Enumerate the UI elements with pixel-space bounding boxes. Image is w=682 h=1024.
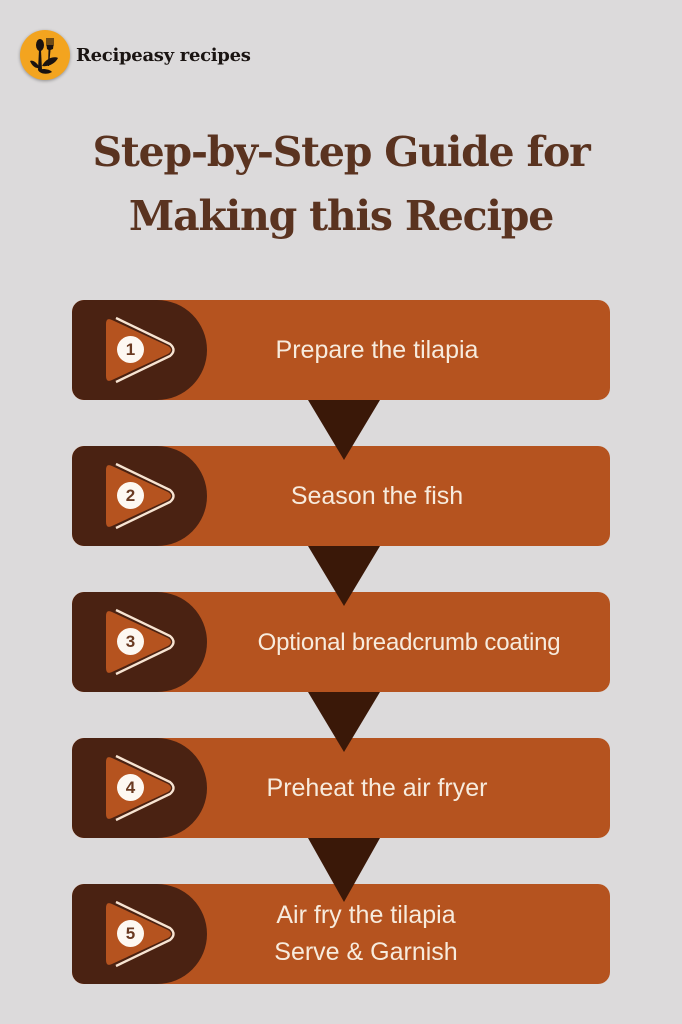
step-1: 1 Prepare the tilapia xyxy=(72,300,610,400)
down-triangle-arrow-icon xyxy=(308,546,380,606)
step-label-line: Preheat the air fryer xyxy=(266,773,488,802)
brand-name: Recipeasy recipes xyxy=(76,44,251,66)
step-label-line: Air fry the tilapia xyxy=(276,901,456,929)
step-label: Optional breadcrumb coating xyxy=(208,592,610,692)
step-number-badge: 1 xyxy=(117,336,144,363)
step-label: Air fry the tilapia Serve & Garnish xyxy=(212,884,610,984)
step-number-badge: 3 xyxy=(117,628,144,655)
page-title: Step-by-Step Guide for Making this Recip… xyxy=(0,120,682,248)
step-number-badge: 2 xyxy=(117,482,144,509)
down-triangle-arrow-icon xyxy=(308,838,380,902)
step-label: Preheat the air fryer xyxy=(212,738,610,838)
step-number-badge: 5 xyxy=(117,920,144,947)
spoon-fork-leaf-icon xyxy=(30,38,58,74)
step-number-badge: 4 xyxy=(117,774,144,801)
step-label-line: Serve & Garnish xyxy=(274,938,458,966)
title-line-2: Making this Recipe xyxy=(128,192,554,240)
step-3: 3 Optional breadcrumb coating xyxy=(72,592,610,692)
step-label: Prepare the tilapia xyxy=(212,300,610,400)
step-label: Season the fish xyxy=(212,446,610,546)
down-triangle-arrow-icon xyxy=(308,400,380,460)
step-2: 2 Season the fish xyxy=(72,446,610,546)
logo xyxy=(20,30,70,80)
brand-header: Recipeasy recipes xyxy=(20,30,251,80)
step-4: 4 Preheat the air fryer xyxy=(72,738,610,838)
step-label-line: Optional breadcrumb coating xyxy=(257,628,561,656)
down-triangle-arrow-icon xyxy=(308,692,380,752)
step-label-line: Season the fish xyxy=(290,481,464,510)
step-label-line: Prepare the tilapia xyxy=(275,335,479,364)
title-line-1: Step-by-Step Guide for xyxy=(92,128,590,176)
